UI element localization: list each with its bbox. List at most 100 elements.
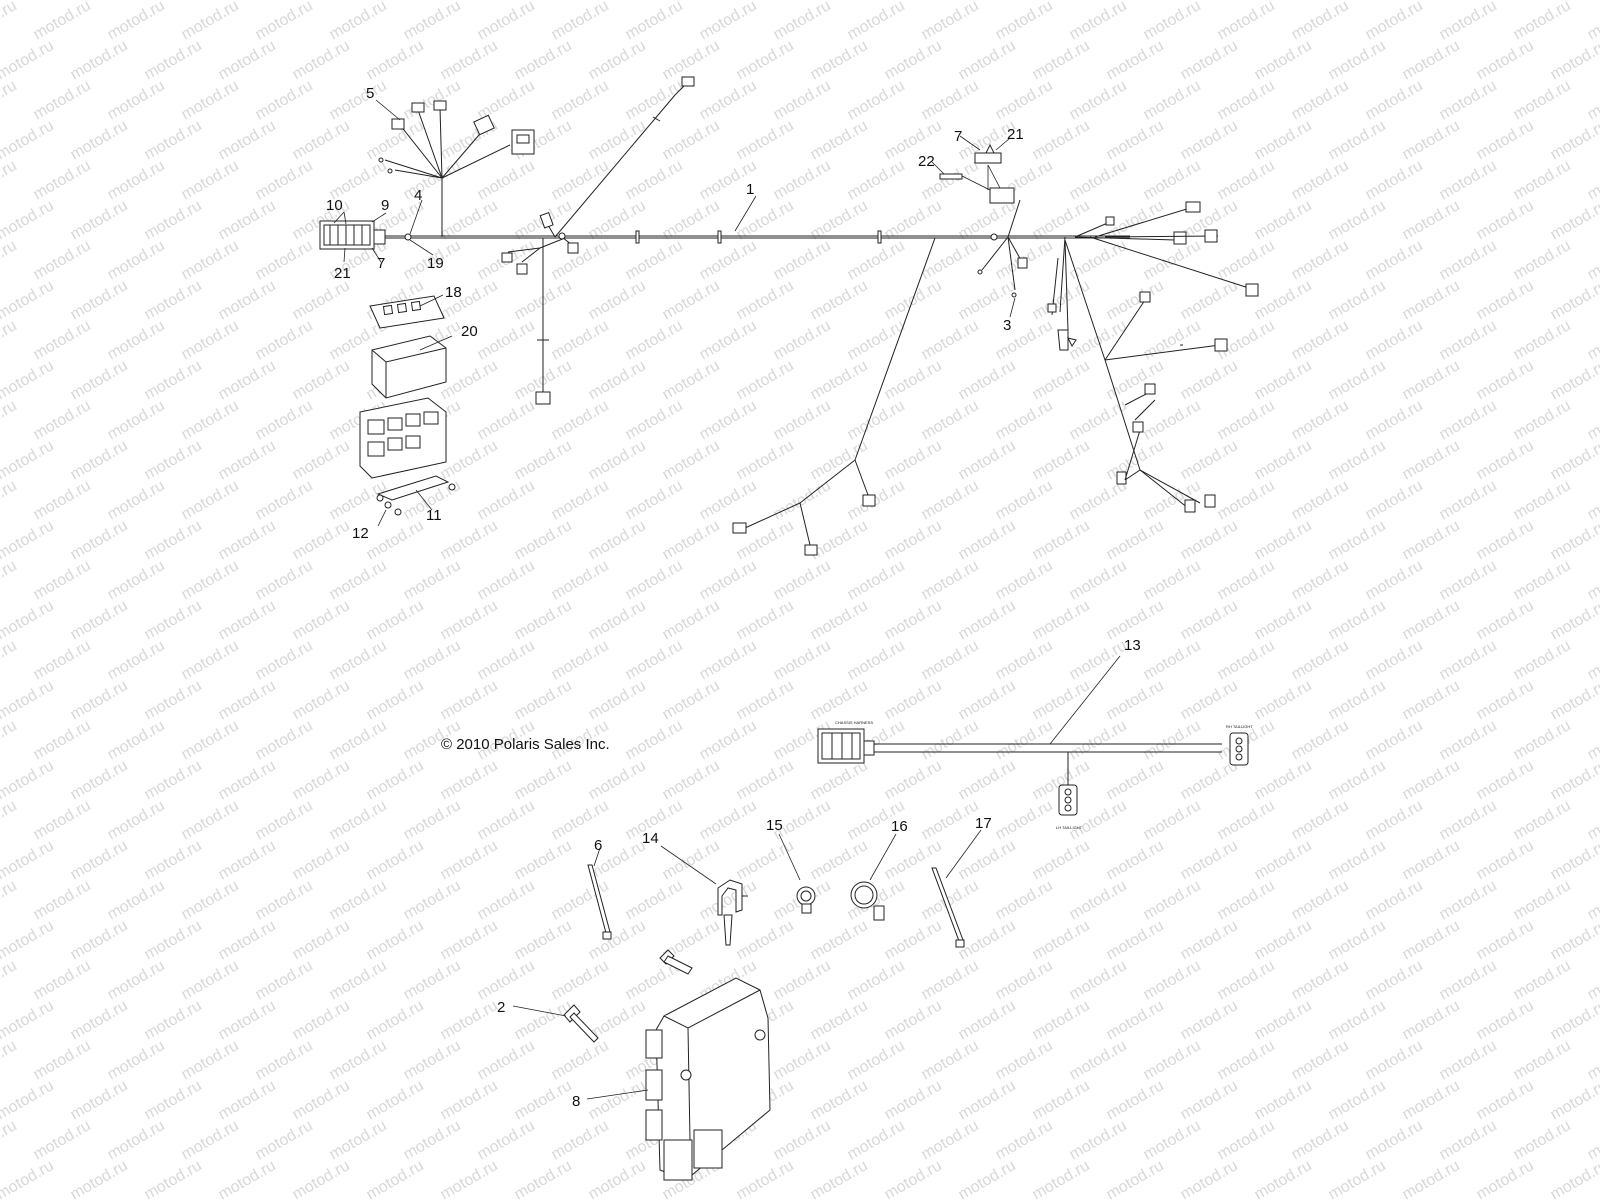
watermark-text: motod.ru: [512, 1157, 575, 1200]
watermark-text: motod.ru: [216, 997, 279, 1043]
watermark-text: motod.ru: [845, 157, 908, 203]
watermark-text: motod.ru: [882, 437, 945, 483]
watermark-text: motod.ru: [1548, 677, 1600, 723]
watermark-text: motod.ru: [919, 957, 982, 1003]
watermark-text: motod.ru: [1474, 917, 1537, 963]
watermark-text: motod.ru: [1141, 637, 1204, 683]
watermark-text: motod.ru: [1363, 877, 1426, 923]
callout-2: 2: [497, 999, 505, 1016]
watermark-text: motod.ru: [1437, 237, 1500, 283]
watermark-text: motod.ru: [105, 877, 168, 923]
watermark-text: motod.ru: [1178, 117, 1241, 163]
watermark-text: motod.ru: [253, 957, 316, 1003]
watermark-text: motod.ru: [179, 77, 242, 123]
watermark-text: motod.ru: [105, 157, 168, 203]
watermark-text: motod.ru: [1178, 677, 1241, 723]
watermark-text: motod.ru: [1326, 37, 1389, 83]
watermark-text: motod.ru: [1400, 837, 1463, 883]
watermark-text: motod.ru: [1437, 557, 1500, 603]
watermark-text: motod.ru: [401, 1117, 464, 1163]
watermark-text: motod.ru: [1400, 1077, 1463, 1123]
watermark-text: motod.ru: [808, 677, 871, 723]
watermark-text: motod.ru: [1585, 957, 1600, 1003]
watermark-text: motod.ru: [290, 677, 353, 723]
watermark-text: motod.ru: [31, 957, 94, 1003]
cable-tie-6: [587, 864, 612, 940]
watermark-text: motod.ru: [697, 477, 760, 523]
watermark-text: motod.ru: [882, 1077, 945, 1123]
watermark-text: motod.ru: [327, 957, 390, 1003]
hose-clamp-15: [796, 886, 816, 914]
watermark-text: motod.ru: [105, 957, 168, 1003]
watermark-text: motod.ru: [1326, 597, 1389, 643]
watermark-text: motod.ru: [1215, 237, 1278, 283]
watermark-text: motod.ru: [623, 237, 686, 283]
watermark-text: motod.ru: [1437, 317, 1500, 363]
watermark-text: motod.ru: [1067, 637, 1130, 683]
watermark-text: motod.ru: [734, 1157, 797, 1200]
callout-1: 1: [746, 181, 754, 198]
watermark-text: motod.ru: [623, 157, 686, 203]
watermark-text: motod.ru: [660, 117, 723, 163]
watermark-text: motod.ru: [1252, 917, 1315, 963]
watermark-text: motod.ru: [31, 637, 94, 683]
watermark-text: motod.ru: [993, 797, 1056, 843]
watermark-text: motod.ru: [919, 397, 982, 443]
watermark-text: motod.ru: [697, 0, 760, 43]
watermark-text: motod.ru: [1141, 237, 1204, 283]
watermark-text: motod.ru: [1215, 1117, 1278, 1163]
watermark-text: motod.ru: [623, 77, 686, 123]
watermark-text: motod.ru: [1215, 557, 1278, 603]
watermark-text: motod.ru: [216, 197, 279, 243]
watermark-text: motod.ru: [179, 0, 242, 43]
watermark-text: motod.ru: [105, 237, 168, 283]
watermark-text: motod.ru: [1511, 77, 1574, 123]
watermark-text: motod.ru: [290, 1157, 353, 1200]
watermark-text: motod.ru: [549, 477, 612, 523]
watermark-text: motod.ru: [882, 917, 945, 963]
watermark-text: motod.ru: [1363, 237, 1426, 283]
watermark-text: motod.ru: [882, 37, 945, 83]
watermark-text: motod.ru: [919, 317, 982, 363]
watermark-text: motod.ru: [327, 557, 390, 603]
watermark-text: motod.ru: [401, 557, 464, 603]
watermark-text: motod.ru: [1400, 117, 1463, 163]
watermark-text: motod.ru: [31, 1117, 94, 1163]
watermark-text: motod.ru: [401, 77, 464, 123]
watermark-text: motod.ru: [919, 797, 982, 843]
watermark-text: motod.ru: [438, 37, 501, 83]
watermark-text: motod.ru: [1548, 837, 1600, 883]
watermark-text: motod.ru: [253, 717, 316, 763]
watermark-text: motod.ru: [808, 597, 871, 643]
watermark-text: motod.ru: [1252, 1077, 1315, 1123]
callout-9: 9: [381, 197, 389, 214]
watermark-text: motod.ru: [1141, 397, 1204, 443]
watermark-text: motod.ru: [253, 397, 316, 443]
watermark-text: motod.ru: [734, 197, 797, 243]
watermark-text: motod.ru: [1511, 1037, 1574, 1083]
watermark-text: motod.ru: [290, 837, 353, 883]
watermark-text: motod.ru: [1326, 277, 1389, 323]
watermark-text: motod.ru: [660, 837, 723, 883]
watermark-text: motod.ru: [1363, 557, 1426, 603]
watermark-text: motod.ru: [0, 477, 20, 523]
watermark-text: motod.ru: [623, 557, 686, 603]
watermark-text: motod.ru: [1030, 597, 1093, 643]
watermark-text: motod.ru: [68, 517, 131, 563]
watermark-text: motod.ru: [549, 957, 612, 1003]
watermark-text: motod.ru: [1400, 597, 1463, 643]
watermark-text: motod.ru: [0, 997, 57, 1043]
watermark-text: motod.ru: [1178, 997, 1241, 1043]
watermark-text: motod.ru: [1104, 357, 1167, 403]
watermark-text: motod.ru: [771, 237, 834, 283]
watermark-text: motod.ru: [1104, 997, 1167, 1043]
watermark-text: motod.ru: [1178, 1157, 1241, 1200]
watermark-text: motod.ru: [623, 477, 686, 523]
callout-17: 17: [975, 815, 992, 832]
watermark-text: motod.ru: [734, 677, 797, 723]
watermark-text: motod.ru: [1363, 397, 1426, 443]
watermark-text: motod.ru: [512, 437, 575, 483]
watermark-text: motod.ru: [0, 1117, 20, 1163]
watermark-text: motod.ru: [401, 877, 464, 923]
watermark-text: motod.ru: [845, 1037, 908, 1083]
